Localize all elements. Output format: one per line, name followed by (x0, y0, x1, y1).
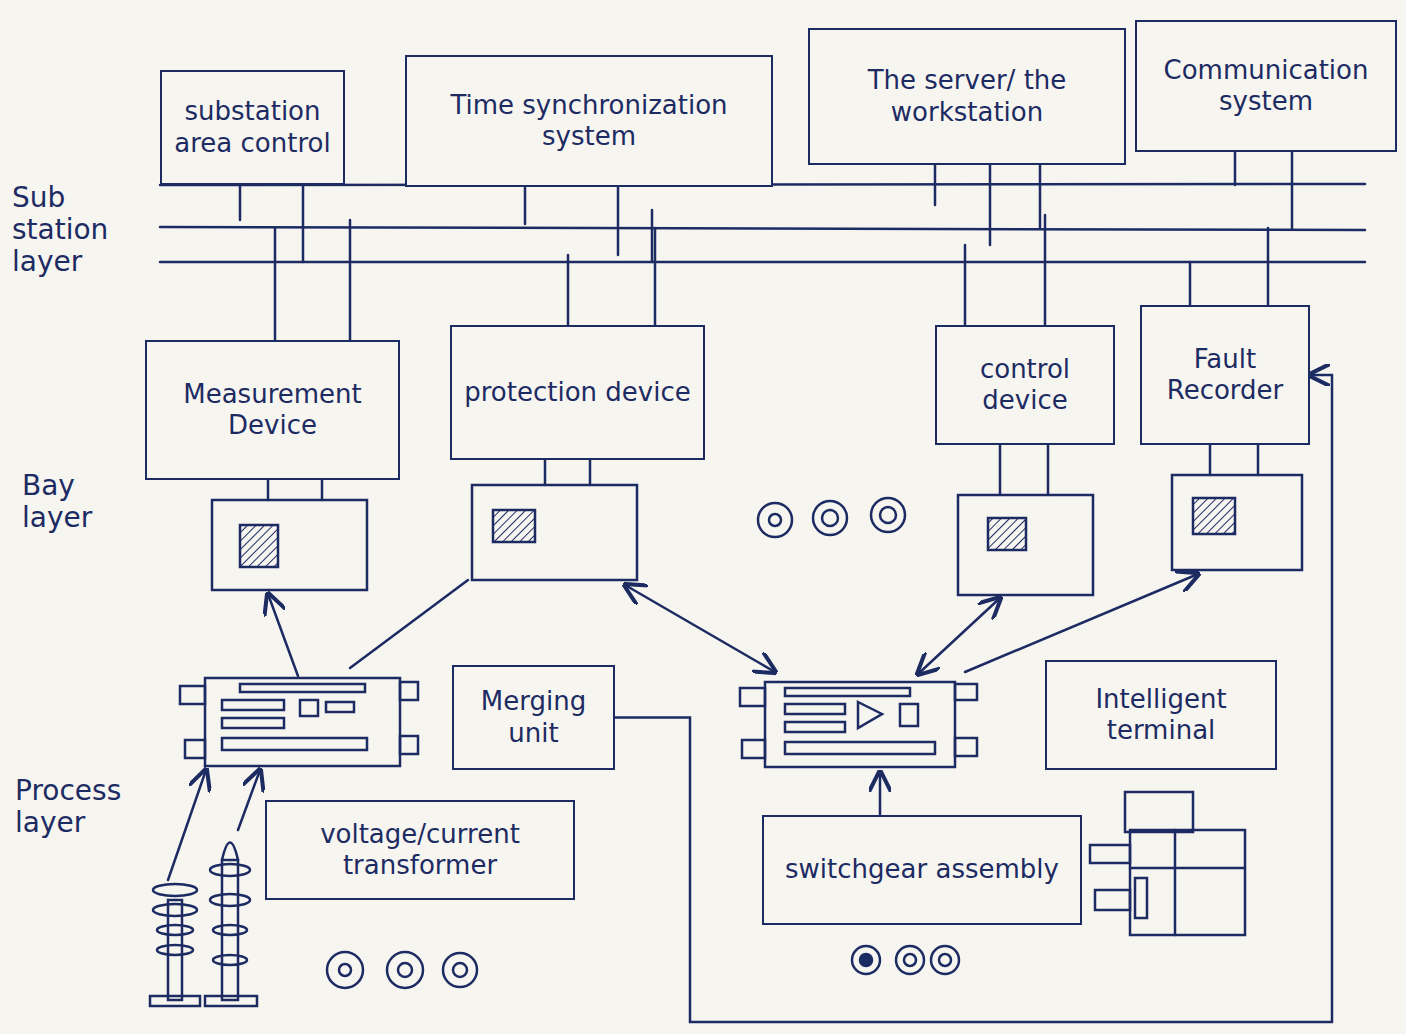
bus-tap (1190, 228, 1268, 305)
hatched-square (240, 525, 278, 567)
box-text: voltage/current transformer (277, 819, 563, 881)
box-text: Intelligent terminal (1057, 684, 1265, 746)
signal-line (350, 580, 468, 668)
interface-box (212, 500, 367, 590)
layer-label: Bay layer (22, 470, 142, 534)
transformer-box: voltage/current transformer (265, 800, 575, 900)
device-link (1000, 445, 1048, 495)
device-link (545, 460, 590, 485)
bus-line (160, 261, 1365, 264)
cabinet-drawing (1090, 792, 1245, 935)
bus-tap (275, 220, 350, 340)
bus-tap (240, 185, 303, 262)
layer-label: Sub station layer (12, 182, 147, 279)
box-text: Merging unit (464, 686, 603, 748)
interface-box (958, 495, 1093, 595)
box-text: protection device (464, 377, 690, 408)
layer-label: Process layer (15, 775, 145, 839)
bus-tap (935, 165, 1040, 245)
server-box: The server/ the workstation (808, 28, 1126, 165)
fault-recorder-box: Fault Recorder (1140, 305, 1310, 445)
bus-tap (1235, 152, 1292, 229)
signal-arrow (238, 770, 260, 830)
time-sync-box: Time synchronization system (405, 55, 773, 187)
merging-unit-icon (740, 682, 977, 767)
protection-box: protection device (450, 325, 705, 460)
switchgear-box: switchgear assembly (762, 815, 1082, 925)
hatched-square (493, 510, 535, 542)
signal-arrow (168, 770, 206, 880)
hatched-square (1193, 498, 1235, 534)
bus-tap (525, 187, 652, 262)
measurement-box: Measurement Device (145, 340, 400, 480)
area-control-box: substation area control (160, 70, 345, 185)
box-text: substation area control (172, 96, 333, 158)
terminal-box: Intelligent terminal (1045, 660, 1277, 770)
signal-arrow (625, 585, 775, 672)
signal-arrow (268, 594, 298, 676)
merging-unit-icon (180, 678, 418, 766)
box-text: Fault Recorder (1152, 344, 1298, 406)
box-text: The server/ the workstation (820, 65, 1114, 127)
bus-tap (965, 215, 1045, 325)
bus-tap (568, 228, 655, 325)
box-text: Communication system (1147, 55, 1385, 117)
interface-box (472, 485, 637, 580)
interface-box (1172, 475, 1302, 570)
box-text: Time synchronization system (417, 90, 761, 152)
signal-arrow (965, 574, 1198, 672)
signal-arrow (879, 772, 882, 815)
transformer-drawing (150, 843, 257, 1007)
device-link (1210, 445, 1258, 475)
hatched-square (988, 518, 1026, 550)
merging-unit-box: Merging unit (452, 665, 615, 770)
box-text: control device (947, 354, 1103, 416)
communication-box: Communication system (1135, 20, 1397, 152)
device-link (268, 480, 322, 500)
connector (615, 375, 1332, 1022)
box-text: Measurement Device (157, 379, 388, 441)
box-text: switchgear assembly (785, 854, 1059, 885)
control-box: control device (935, 325, 1115, 445)
bus-line (160, 227, 1365, 230)
